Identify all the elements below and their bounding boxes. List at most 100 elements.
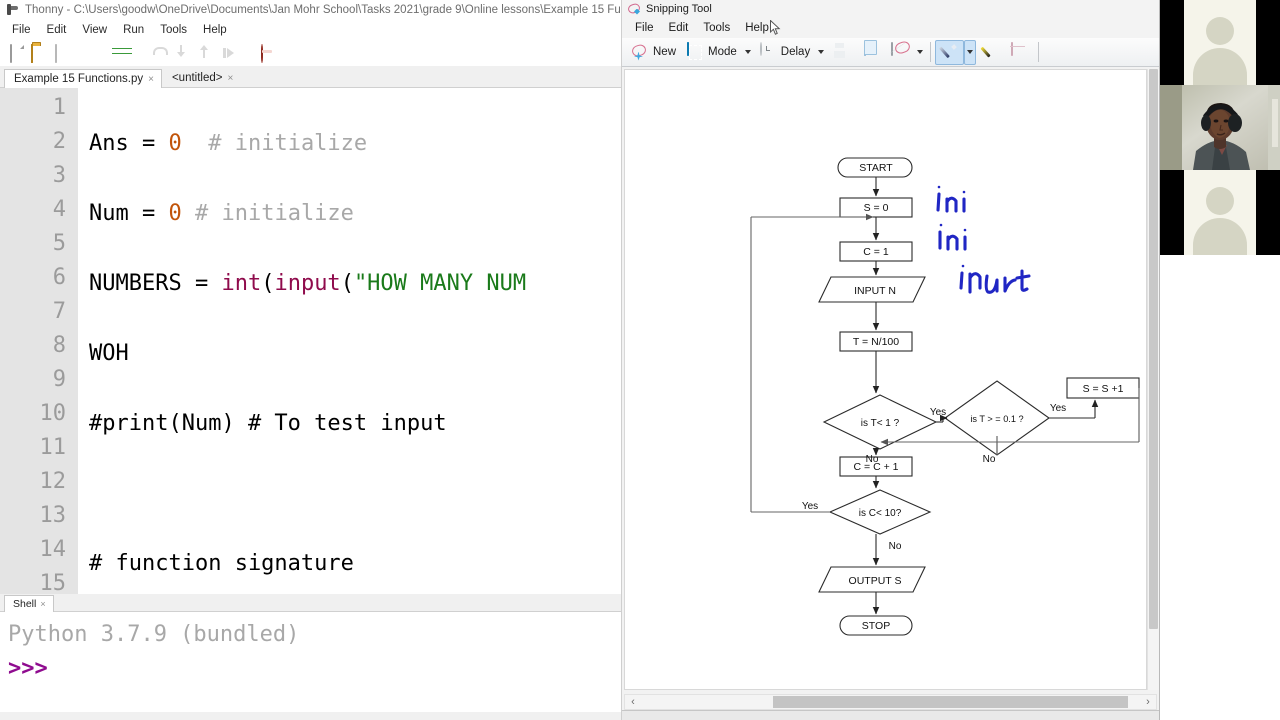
shell-output[interactable]: Python 3.7.9 (bundled) >>> bbox=[0, 612, 621, 712]
editor-tabbar: Example 15 Functions.py × <untitled> × bbox=[0, 66, 621, 88]
highlighter-button[interactable] bbox=[976, 40, 1005, 65]
open-file-icon[interactable] bbox=[31, 43, 48, 63]
code-line-1: Ans = 0 # initialize bbox=[89, 127, 621, 161]
step-into-icon[interactable] bbox=[176, 45, 193, 62]
code-line-6 bbox=[89, 477, 621, 511]
scroll-left-caret-icon[interactable]: ‹ bbox=[631, 696, 635, 708]
step-over-icon[interactable] bbox=[153, 45, 170, 62]
tab-example-15-functions[interactable]: Example 15 Functions.py × bbox=[4, 69, 162, 88]
eraser-button[interactable] bbox=[1005, 40, 1034, 65]
menu-tools[interactable]: Tools bbox=[703, 22, 731, 34]
snip-horizontal-scroll-thumb[interactable] bbox=[773, 696, 1128, 708]
video-call-panel bbox=[1160, 0, 1280, 720]
close-icon[interactable]: × bbox=[227, 72, 234, 84]
node-label-c1: C = 1 bbox=[863, 246, 889, 258]
line-number: 5 bbox=[52, 231, 66, 256]
tab-shell[interactable]: Shell × bbox=[4, 595, 54, 612]
line-number: 10 bbox=[39, 401, 67, 426]
stop-icon[interactable] bbox=[260, 43, 277, 63]
step-out-icon[interactable] bbox=[199, 45, 216, 62]
avatar-body-icon bbox=[1193, 48, 1247, 85]
code-line-4: WOH bbox=[89, 337, 621, 371]
save-file-icon[interactable] bbox=[54, 43, 71, 63]
pen-button[interactable] bbox=[935, 39, 965, 65]
pen-icon bbox=[940, 43, 959, 62]
pen-dropdown-chevron-down-icon[interactable] bbox=[964, 39, 977, 65]
thonny-menubar: File Edit View Run Tools Help bbox=[0, 20, 621, 40]
code-seg-comment: # function signature bbox=[89, 551, 354, 576]
tab-label: <untitled> bbox=[171, 72, 223, 84]
line-number: 13 bbox=[39, 503, 67, 528]
code-seg: Num = bbox=[89, 201, 169, 226]
line-number: 1 bbox=[52, 95, 66, 120]
code-seg: NUMBERS = bbox=[89, 271, 222, 296]
email-dropdown-chevron-down-icon[interactable] bbox=[914, 40, 926, 65]
eraser-icon bbox=[1010, 41, 1029, 62]
snipping-menubar: File Edit Tools Help bbox=[622, 18, 1159, 38]
snip-canvas[interactable]: START S = 0 C = 1 INPUT N T = N/100 is T… bbox=[624, 69, 1147, 690]
delay-button[interactable]: Delay bbox=[754, 40, 815, 65]
new-file-icon[interactable] bbox=[8, 43, 25, 63]
menu-edit[interactable]: Edit bbox=[668, 22, 689, 34]
shell-line: Python 3.7.9 (bundled) bbox=[8, 622, 300, 647]
flowchart-diagram: START S = 0 C = 1 INPUT N T = N/100 is T… bbox=[750, 157, 1140, 636]
snip-vertical-scroll-thumb[interactable] bbox=[1149, 69, 1158, 629]
delay-dropdown-chevron-down-icon[interactable] bbox=[815, 40, 827, 65]
tab-untitled[interactable]: <untitled> × bbox=[161, 68, 242, 87]
menu-file[interactable]: File bbox=[635, 22, 654, 34]
run-icon[interactable] bbox=[92, 45, 109, 62]
mouse-cursor-icon bbox=[770, 20, 781, 35]
code-text-area[interactable]: Ans = 0 # initialize Num = 0 # initializ… bbox=[78, 88, 621, 594]
thonny-window: Thonny - C:\Users\goodw\OneDrive\Documen… bbox=[0, 0, 622, 720]
thonny-toolbar bbox=[0, 40, 621, 66]
delay-label: Delay bbox=[780, 46, 811, 58]
close-icon[interactable]: × bbox=[148, 73, 154, 85]
line-number: 15 bbox=[39, 571, 67, 594]
snip-horizontal-scrollbar[interactable]: ‹ › bbox=[624, 694, 1157, 710]
menu-edit[interactable]: Edit bbox=[46, 24, 67, 36]
save-snip-icon bbox=[832, 43, 851, 62]
mode-icon bbox=[686, 41, 705, 62]
close-icon[interactable]: × bbox=[40, 599, 46, 609]
video-tile-participant-2[interactable] bbox=[1160, 170, 1280, 255]
edge-label-yes-1: Yes bbox=[930, 407, 946, 418]
code-line-3: NUMBERS = int(input("HOW MANY NUM bbox=[89, 267, 621, 301]
color-drop-button[interactable] bbox=[1043, 40, 1072, 65]
menu-file[interactable]: File bbox=[12, 24, 31, 36]
save-snip-button[interactable] bbox=[827, 40, 856, 65]
mode-button[interactable]: Mode bbox=[681, 40, 742, 65]
snip-vertical-scrollbar[interactable] bbox=[1147, 69, 1159, 690]
thonny-titlebar: Thonny - C:\Users\goodw\OneDrive\Documen… bbox=[0, 0, 621, 20]
copy-icon bbox=[861, 41, 880, 62]
resume-icon[interactable] bbox=[222, 45, 239, 62]
node-label-dec1: is T< 1 ? bbox=[861, 418, 900, 429]
menu-help[interactable]: Help bbox=[203, 24, 227, 36]
email-icon bbox=[890, 41, 909, 62]
menu-run[interactable]: Run bbox=[123, 24, 145, 36]
code-line-2: Num = 0 # initialize bbox=[89, 197, 621, 231]
menu-help[interactable]: Help bbox=[745, 22, 769, 34]
edge-label-no-1: No bbox=[866, 454, 879, 465]
copy-button[interactable] bbox=[856, 40, 885, 65]
webcam-image bbox=[1160, 85, 1280, 170]
node-label-t: T = N/100 bbox=[853, 336, 899, 348]
code-seg: ( bbox=[261, 271, 275, 296]
video-tile-participant-1[interactable] bbox=[1160, 0, 1280, 85]
video-tile-presenter-webcam[interactable] bbox=[1160, 85, 1280, 170]
color-drop-icon bbox=[1048, 43, 1067, 62]
node-label-dec2: is T > = 0.1 ? bbox=[970, 414, 1023, 424]
new-snip-button[interactable]: New bbox=[626, 40, 681, 65]
scroll-right-caret-icon[interactable]: › bbox=[1146, 696, 1150, 708]
mode-label: Mode bbox=[708, 46, 737, 58]
mode-dropdown-chevron-down-icon[interactable] bbox=[742, 40, 754, 65]
node-label-start: START bbox=[859, 162, 893, 174]
code-editor[interactable]: 1 2 3 4 5 6 7 8 9 10 11 12 13 14 15 Ans … bbox=[0, 88, 621, 594]
code-seg-comment: # initialize bbox=[181, 131, 368, 156]
menu-view[interactable]: View bbox=[82, 24, 108, 36]
debug-icon[interactable] bbox=[115, 45, 132, 62]
edge-label-yes-2: Yes bbox=[1050, 403, 1066, 414]
line-number: 2 bbox=[52, 129, 66, 154]
email-button[interactable] bbox=[885, 40, 914, 65]
menu-tools[interactable]: Tools bbox=[160, 24, 188, 36]
snipping-titlebar: Snipping Tool bbox=[622, 0, 1159, 18]
